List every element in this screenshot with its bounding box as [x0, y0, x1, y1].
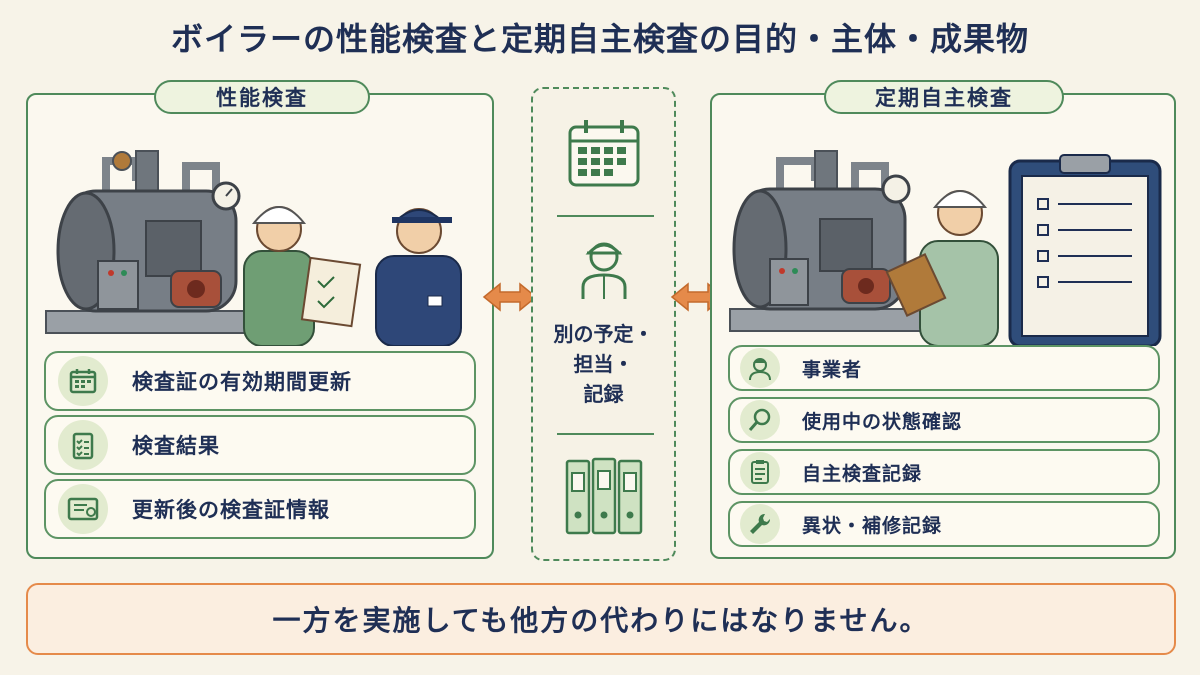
certificate-icon — [58, 484, 108, 534]
label-line: 担当・ — [573, 352, 634, 376]
worker-icon — [581, 242, 627, 299]
item-abnormality-repair-record: 異状・補修記録 — [728, 501, 1160, 547]
label-line: 別の予定・ — [553, 322, 654, 346]
item-label: 使用中の状態確認 — [802, 410, 963, 433]
self-inspection-illustration — [729, 150, 1162, 346]
binders-icon — [565, 457, 643, 535]
double-arrow-left — [482, 282, 538, 312]
wrench-icon — [740, 504, 780, 544]
item-label: 更新後の検査証情報 — [132, 498, 330, 522]
periodic-self-inspection-tag: 定期自主検査 — [824, 80, 1064, 114]
item-label: 事業者 — [802, 358, 863, 381]
separate-schedule-label: 別の予定・ 担当・ 記録 — [533, 319, 674, 409]
worker-icon — [740, 348, 780, 388]
calendar-icon — [58, 356, 108, 406]
item-operator: 事業者 — [728, 345, 1160, 391]
item-self-inspection-record: 自主検査記録 — [728, 449, 1160, 495]
periodic-self-inspection-panel: 定期自主検査 事業者 — [710, 80, 1176, 559]
conclusion-box: 一方を実施しても他方の代わりにはなりません。 — [26, 583, 1176, 655]
item-label: 検査結果 — [132, 434, 220, 458]
checklist-icon — [58, 420, 108, 470]
calendar-icon — [568, 120, 640, 187]
item-in-use-condition-check: 使用中の状態確認 — [728, 397, 1160, 443]
item-inspection-result: 検査結果 — [44, 415, 476, 475]
magnifier-icon — [740, 400, 780, 440]
conclusion-text: 一方を実施しても他方の代わりにはなりません。 — [272, 604, 930, 637]
clipboard-icon — [740, 452, 780, 492]
item-label: 異状・補修記録 — [802, 514, 943, 537]
item-label: 自主検査記録 — [802, 462, 923, 485]
separate-schedule-box: 別の予定・ 担当・ 記録 — [531, 87, 676, 561]
item-label: 検査証の有効期間更新 — [132, 370, 352, 394]
divider — [557, 215, 654, 217]
label-line: 記録 — [583, 382, 624, 406]
performance-inspection-tag: 性能検査 — [154, 80, 370, 114]
page-title: ボイラーの性能検査と定期自主検査の目的・主体・成果物 — [170, 20, 1029, 58]
performance-inspection-panel: 性能検査 検査証 — [26, 80, 494, 559]
divider — [557, 433, 654, 435]
boiler-inspection-illustration — [45, 150, 462, 346]
item-certificate-validity-renewal: 検査証の有効期間更新 — [44, 351, 476, 411]
item-renewed-certificate-info: 更新後の検査証情報 — [44, 479, 476, 539]
